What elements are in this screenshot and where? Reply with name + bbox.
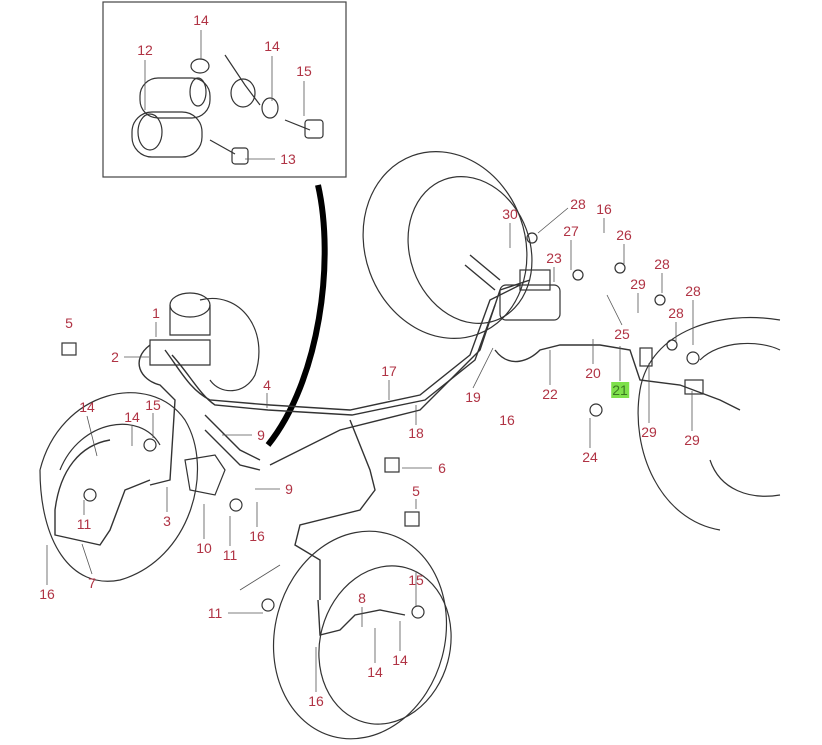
callout-number[interactable]: 28 <box>668 305 684 321</box>
callout-number[interactable]: 11 <box>76 516 92 532</box>
leader-lines <box>46 30 694 692</box>
callout-number[interactable]: 2 <box>111 349 119 365</box>
callout-number[interactable]: 16 <box>596 201 612 217</box>
callout-number[interactable]: 8 <box>358 590 366 606</box>
callout-number[interactable]: 25 <box>614 326 630 342</box>
callout-number[interactable]: 19 <box>465 389 481 405</box>
callout-number[interactable]: 13 <box>280 151 296 167</box>
callout-number[interactable]: 11 <box>222 547 238 563</box>
callout-number-highlighted[interactable]: 21 <box>611 382 629 398</box>
callout-number[interactable]: 4 <box>263 377 271 393</box>
callout-number[interactable]: 7 <box>88 575 96 591</box>
callout-number[interactable]: 29 <box>630 276 646 292</box>
callout-number[interactable]: 14 <box>264 38 280 54</box>
callout-number[interactable]: 9 <box>285 481 293 497</box>
callout-number[interactable]: 14 <box>392 652 408 668</box>
callout-number[interactable]: 14 <box>124 409 140 425</box>
callout-number[interactable]: 16 <box>308 693 324 709</box>
callout-number[interactable]: 14 <box>367 664 383 680</box>
small-parts <box>61 232 704 619</box>
callout-number[interactable]: 29 <box>684 432 700 448</box>
callout-number[interactable]: 16 <box>249 528 265 544</box>
callout-number[interactable]: 6 <box>438 460 446 476</box>
callout-number[interactable]: 5 <box>65 315 73 331</box>
callout-number[interactable]: 27 <box>563 223 579 239</box>
master-cylinder <box>149 292 260 392</box>
callout-number[interactable]: 16 <box>39 586 55 602</box>
wheels <box>39 151 781 740</box>
callout-number[interactable]: 24 <box>582 449 598 465</box>
callout-number[interactable]: 28 <box>685 283 701 299</box>
callout-number[interactable]: 1 <box>152 305 160 321</box>
callout-number[interactable]: 16 <box>499 412 515 428</box>
callout-number[interactable]: 18 <box>408 425 424 441</box>
callout-number[interactable]: 26 <box>616 227 632 243</box>
callout-number[interactable]: 5 <box>412 483 420 499</box>
inset-caliper-parts <box>131 54 324 165</box>
callout-number[interactable]: 9 <box>257 427 265 443</box>
callout-number[interactable]: 23 <box>546 250 562 266</box>
callout-number[interactable]: 29 <box>641 424 657 440</box>
callout-number[interactable]: 15 <box>296 63 312 79</box>
inset-pointer <box>265 184 328 447</box>
callout-number[interactable]: 28 <box>654 256 670 272</box>
callout-number[interactable]: 14 <box>79 399 95 415</box>
callout-number[interactable]: 12 <box>137 42 153 58</box>
callout-number[interactable]: 28 <box>570 196 586 212</box>
callout-number[interactable]: 15 <box>145 397 161 413</box>
callout-number[interactable]: 30 <box>502 206 518 222</box>
callout-number[interactable]: 20 <box>585 365 601 381</box>
callout-number[interactable]: 15 <box>408 572 424 588</box>
callout-number[interactable]: 10 <box>196 540 212 556</box>
brake-lines <box>54 254 741 636</box>
inset-frame <box>102 1 347 178</box>
callout-number[interactable]: 22 <box>542 386 558 402</box>
callout-number[interactable]: 14 <box>193 12 209 28</box>
callout-number[interactable]: 3 <box>163 513 171 529</box>
callout-number[interactable]: 17 <box>381 363 397 379</box>
callout-number[interactable]: 11 <box>207 605 223 621</box>
